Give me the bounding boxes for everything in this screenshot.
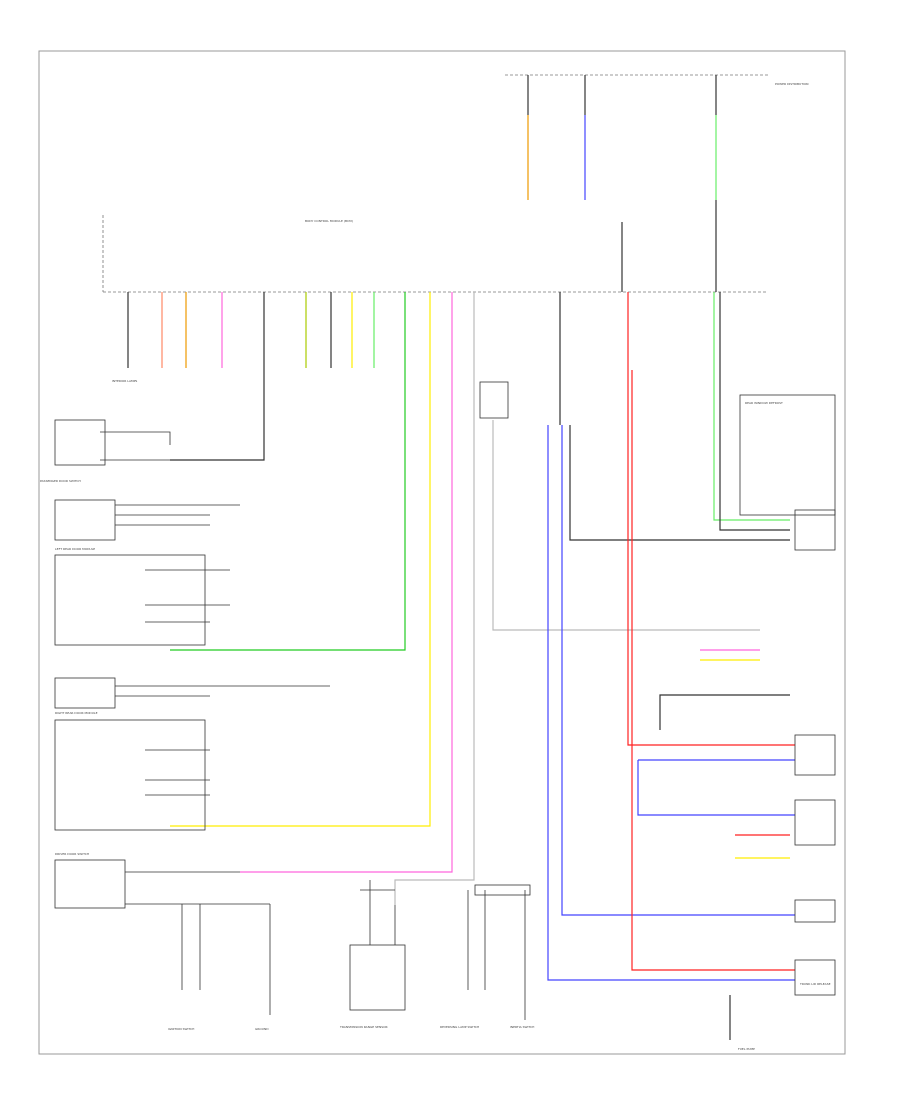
long-wire-runs: [170, 292, 795, 981]
driver-door-switch-label: DRIVER DOOR SWITCH: [55, 852, 89, 856]
ground-label: GROUND: [255, 1027, 269, 1031]
transmission-range-label: TRANSMISSION RANGE SENSOR: [339, 1025, 388, 1029]
ignition-switch-label: IGNITION SWITCH: [168, 1027, 194, 1031]
wire-pink: [240, 292, 453, 873]
wire-blue-a: [561, 425, 795, 916]
right-stubs: [659, 649, 790, 1040]
wire-red-a: [627, 292, 795, 746]
interior-lamps-label: INTERIOR LAMPS: [112, 379, 137, 383]
wire-green: [170, 292, 406, 651]
wire-gray-b: [492, 420, 760, 631]
inertia-switch-label: INERTIA SWITCH: [510, 1025, 534, 1029]
passenger-door-switch-label: PASSENGER DOOR SWITCH: [40, 479, 81, 483]
bcm-output-stubs: [127, 292, 375, 368]
bottom-connectors: [181, 880, 531, 1020]
wire-red-b: [631, 370, 795, 971]
wire-green-right: [713, 292, 790, 521]
right-rear-door-label: RIGHT REAR DOOR MODULE: [55, 711, 98, 715]
wire-yellow: [170, 292, 431, 827]
trunk-lid-label: TRUNK LID RELEASE: [799, 982, 831, 986]
top-feeds: [527, 75, 717, 292]
wire-blue-b: [547, 425, 795, 981]
reversing-lamp-label: REVERSING LAMP SWITCH: [440, 1025, 479, 1029]
right-components: [479, 381, 836, 996]
wire-gray-a: [394, 292, 475, 905]
rear-defrost-label: REAR WINDOW DEFROST: [745, 401, 783, 405]
diagram-frame: [38, 50, 846, 1055]
left-rear-door-label: LEFT REAR DOOR MODULE: [55, 547, 95, 551]
left-switch-clusters: [54, 419, 330, 909]
fuel-pump-label: FUEL PUMP: [738, 1047, 755, 1051]
bcm-label: BODY CONTROL MODULE (BCM): [305, 219, 353, 223]
wire-black-left: [170, 292, 265, 461]
power-distribution-label: POWER DISTRIBUTION: [775, 82, 809, 86]
